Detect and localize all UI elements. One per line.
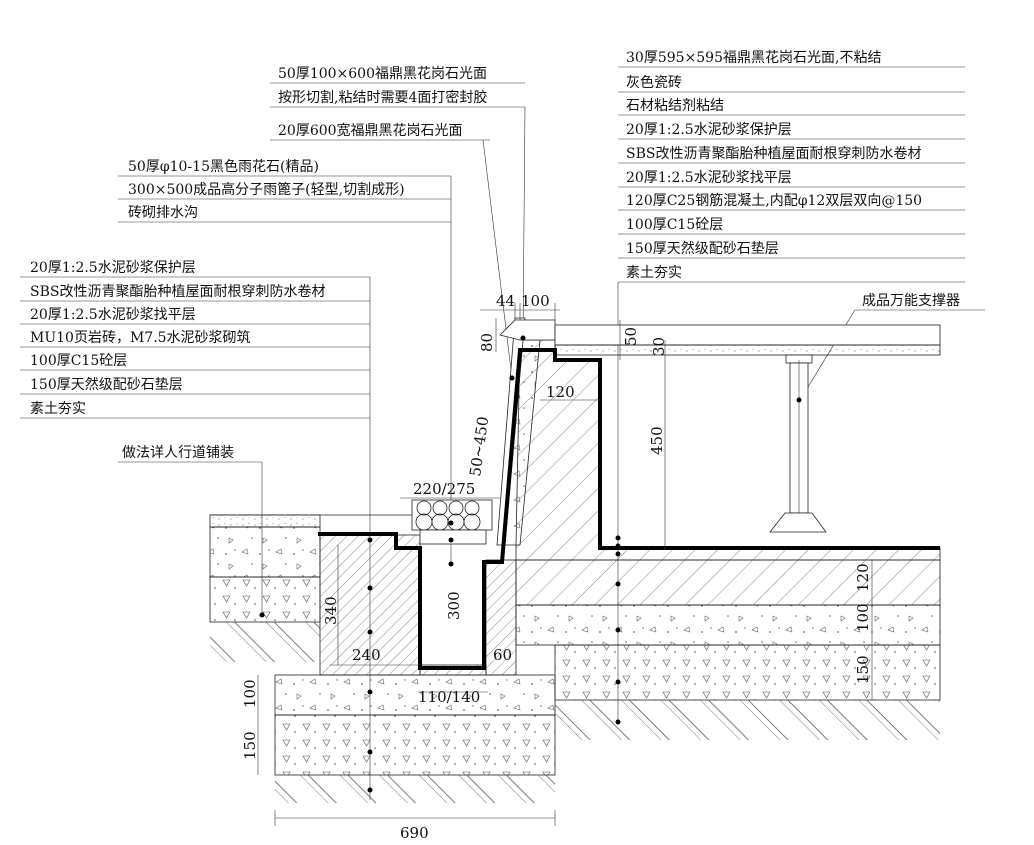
dim-44: 44 (496, 292, 515, 310)
left-pavement (209, 514, 420, 662)
dim-120-right: 120 (854, 563, 872, 592)
drain-notes-group: 50厚φ10-15黑色雨花石(精品) 300×500成品高分子雨篦子(轻型,切割… (118, 158, 452, 565)
note-drain-1: 50厚φ10-15黑色雨花石(精品) (128, 158, 319, 175)
dim-110-140: 110/140 (418, 688, 480, 706)
stone-notes-group: 50厚100×600福鼎黑花岗石光面 按形切割,粘结时需要4面打密封胶 20厚6… (270, 66, 526, 379)
note-left-3: 20厚1:2.5水泥砂浆找平层 (30, 307, 196, 323)
note-drain-3: 砖砌排水沟 (128, 205, 198, 221)
note-right-10: 素土夯实 (626, 265, 682, 281)
dim-300: 300 (445, 591, 463, 620)
dim-80: 80 (478, 333, 496, 352)
note-right-1: 30厚595×595福鼎黑花岗石光面,不粘结 (626, 50, 881, 66)
dim-240: 240 (352, 646, 381, 664)
note-paving: 做法详人行道铺装 (122, 445, 234, 461)
note-right-4: 20厚1:2.5水泥砂浆保护层 (626, 122, 792, 138)
note-right-6: 20厚1:2.5水泥砂浆找平层 (626, 170, 792, 186)
note-right-9: 150厚天然级配砂石垫层 (626, 240, 779, 257)
right-notes-group: 30厚595×595福鼎黑花岗石光面,不粘结 灰色瓷砖 石材粘结剂粘结 20厚1… (617, 50, 985, 722)
note-right-7: 120厚C25钢筋混凝土,内配φ12双层双向@150 (626, 192, 922, 209)
note-right-3: 石材粘结剂粘结 (626, 98, 724, 114)
note-left-1: 20厚1:2.5水泥砂浆保护层 (30, 260, 196, 276)
dim-120-wall: 120 (546, 383, 575, 401)
dim-220-275: 220/275 (413, 480, 475, 498)
dim-340: 340 (322, 596, 340, 625)
note-left-5: 100厚C15砼层 (30, 353, 127, 369)
dim-150-right: 150 (854, 655, 872, 684)
right-ground-layers (515, 559, 941, 740)
note-right-2: 灰色瓷砖 (626, 74, 682, 91)
dim-100-footing: 100 (241, 679, 259, 708)
dim-450: 450 (648, 426, 666, 455)
dim-100-right: 100 (854, 603, 872, 632)
note-left-2: SBS改性沥青聚酯胎种植屋面耐根穿刺防水卷材 (30, 284, 325, 300)
dim-150-footing: 150 (241, 731, 259, 760)
note-stone-side: 20厚600宽福鼎黑花岗石光面 (278, 122, 463, 139)
dim-50-450: 50~450 (466, 415, 492, 477)
left-notes-group: 20厚1:2.5水泥砂浆保护层 SBS改性沥青聚酯胎种植屋面耐根穿刺防水卷材 2… (20, 260, 371, 800)
note-left-4: MU10页岩砖，M7.5水泥砂浆砌筑 (30, 330, 251, 346)
note-right-5: SBS改性沥青聚酯胎种植屋面耐根穿刺防水卷材 (626, 146, 921, 162)
raised-deck (554, 324, 941, 533)
waterproof-membrane (318, 348, 940, 670)
dim-690: 690 (400, 824, 429, 842)
drain-footing (274, 674, 556, 803)
note-right-8: 100厚C15砼层 (626, 217, 723, 233)
note-left-6: 150厚天然级配砂石垫层 (30, 376, 183, 393)
note-stone-2: 按形切割,粘结时需要4面打密封胶 (278, 89, 487, 106)
note-pedestal: 成品万能支撑器 (862, 293, 960, 309)
note-stone-1: 50厚100×600福鼎黑花岗石光面 (278, 66, 487, 82)
dim-100-top: 100 (521, 292, 550, 310)
dim-30: 30 (650, 337, 668, 356)
dimension-lines (257, 303, 873, 826)
dim-50: 50 (622, 327, 640, 346)
note-left-7: 素土夯实 (30, 401, 86, 417)
brick-drain (319, 499, 517, 676)
dim-60: 60 (493, 646, 512, 664)
leader-dots (259, 335, 802, 793)
note-drain-2: 300×500成品高分子雨篦子(轻型,切割成形) (128, 181, 405, 198)
